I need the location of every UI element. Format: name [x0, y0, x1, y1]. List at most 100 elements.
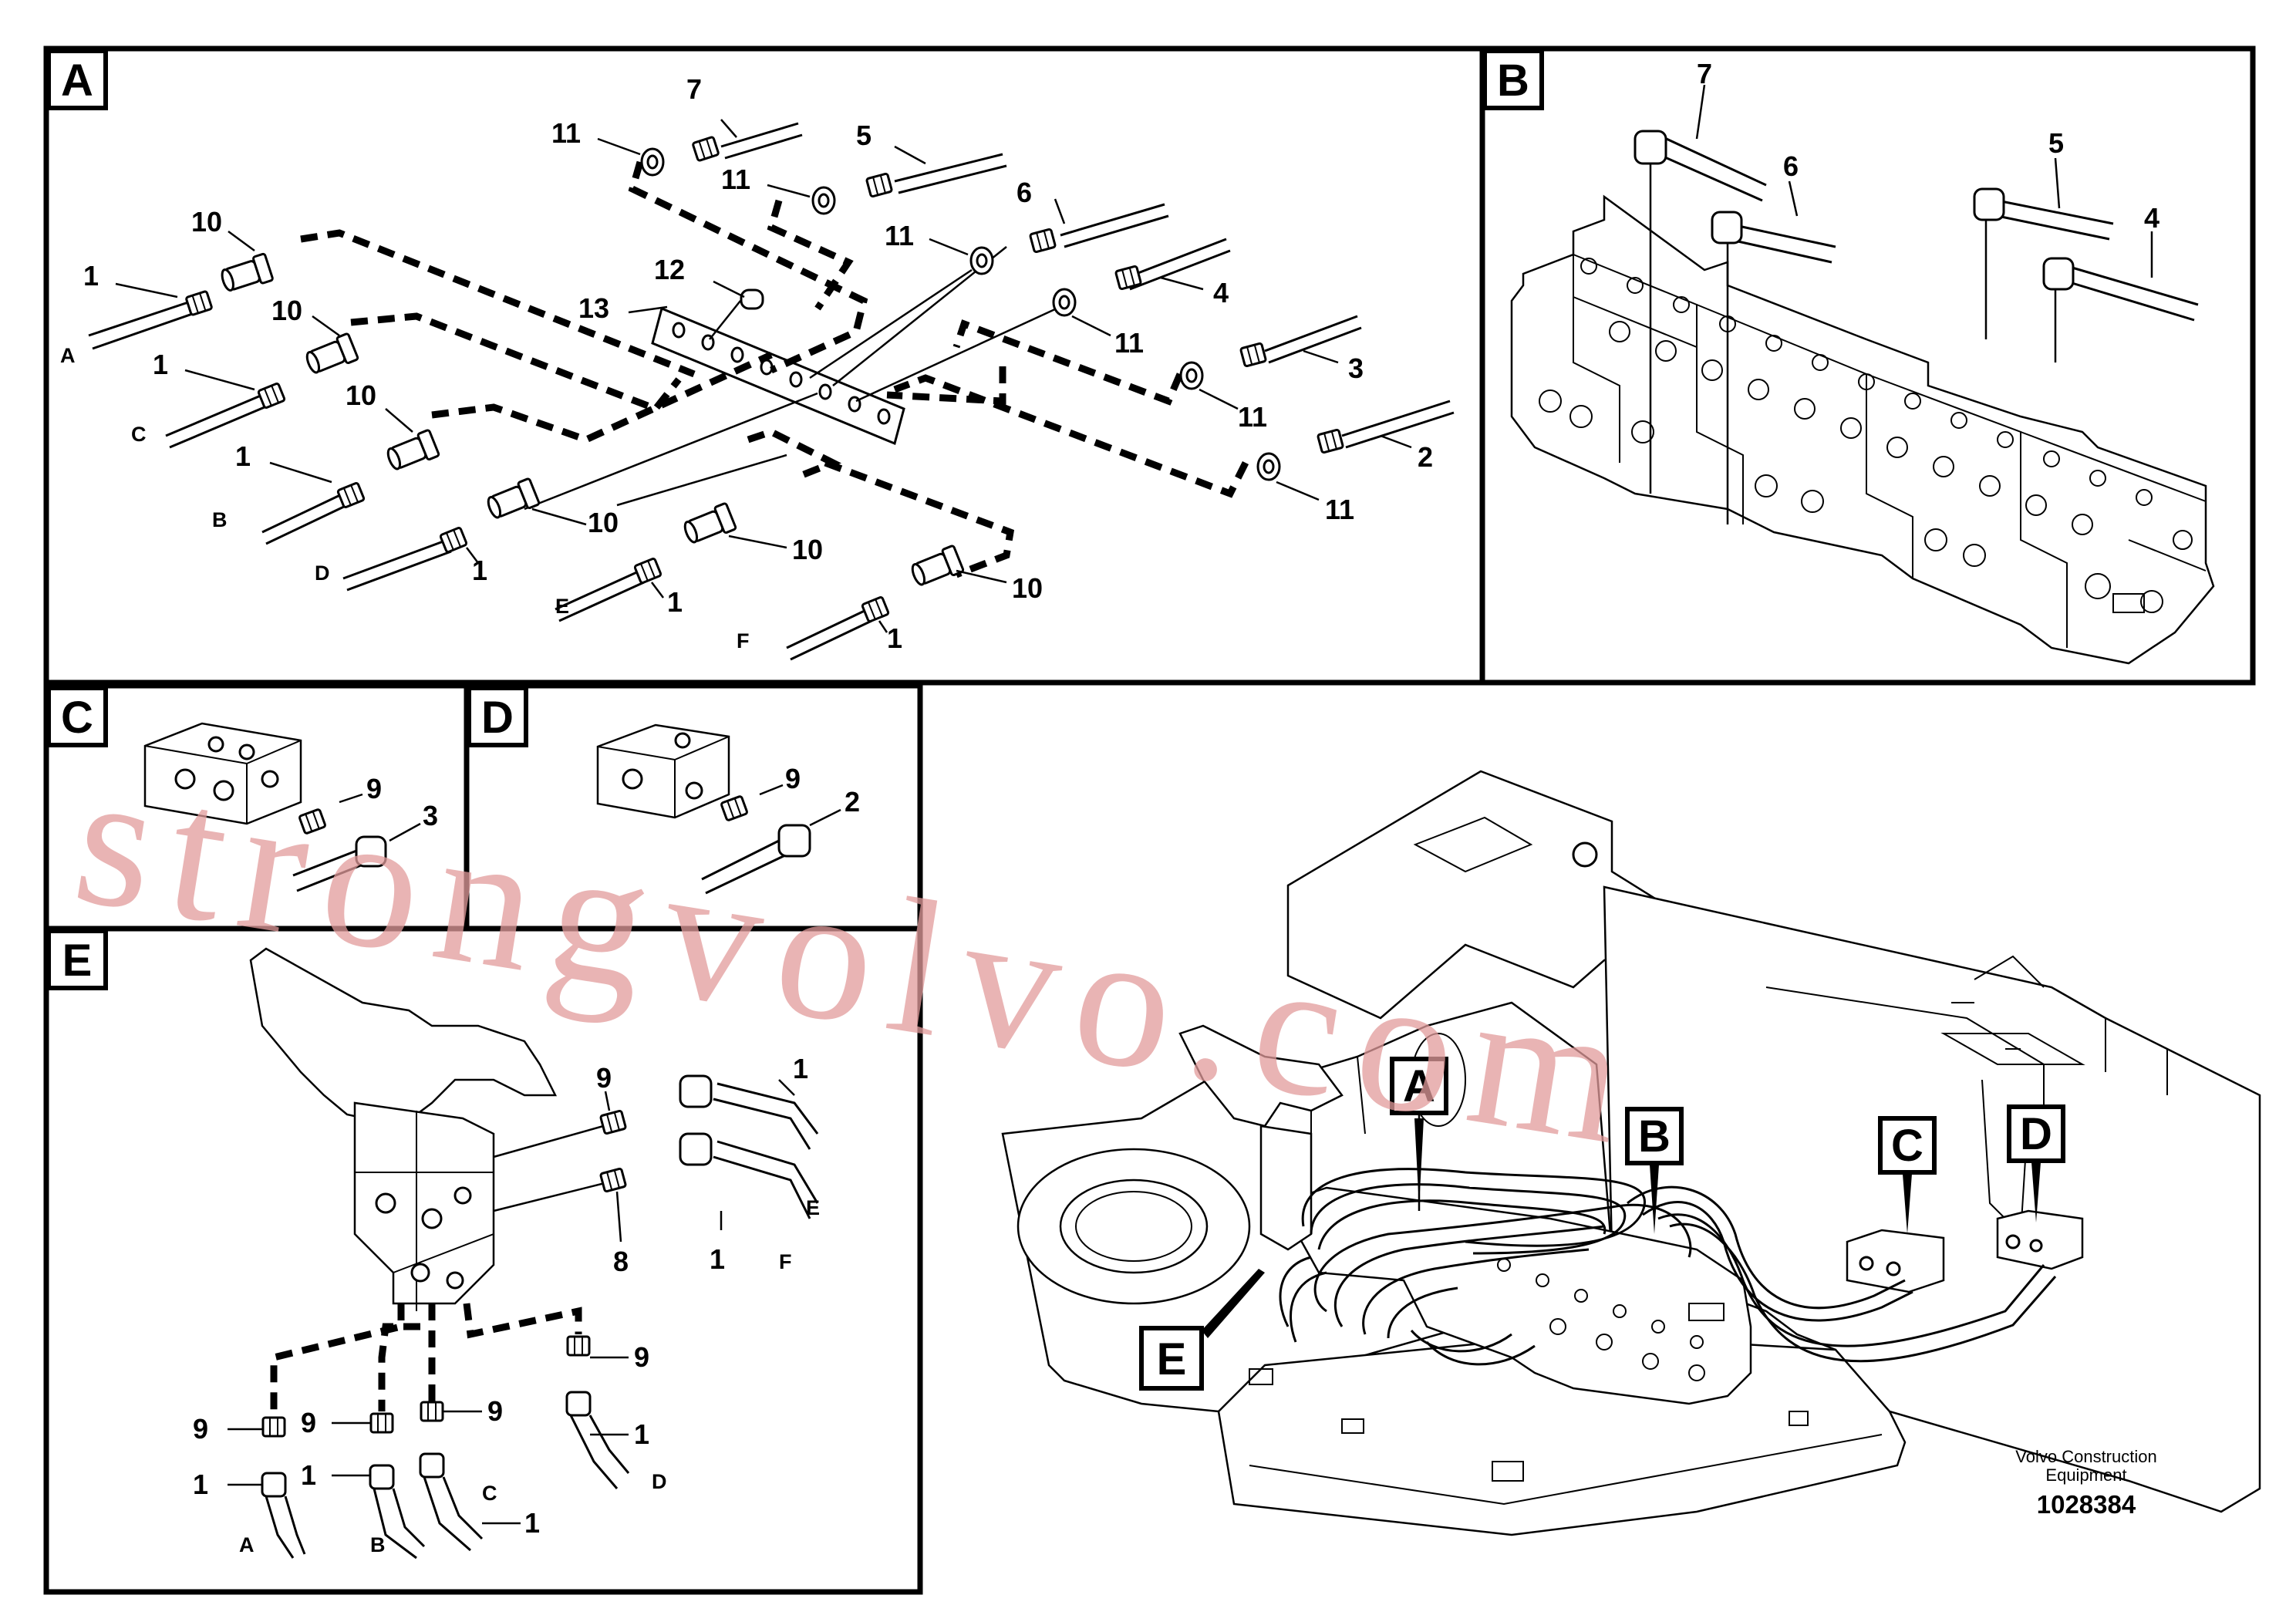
svg-text:D: D	[481, 693, 514, 743]
svg-text:12: 12	[654, 254, 685, 285]
panel-b-frame	[1479, 46, 2256, 686]
panel-frames	[43, 46, 2256, 1595]
svg-text:D: D	[652, 1470, 667, 1493]
svg-text:7: 7	[1697, 58, 1712, 89]
svg-text:4: 4	[2144, 202, 2159, 234]
svg-text:3: 3	[423, 800, 438, 831]
svg-text:10: 10	[588, 507, 619, 538]
svg-text:10: 10	[271, 295, 302, 326]
svg-text:A: A	[60, 344, 76, 367]
svg-text:C: C	[482, 1482, 497, 1505]
hose-4	[1052, 238, 1231, 317]
hose-1-f	[786, 544, 966, 661]
fitting-c-stack	[419, 1401, 484, 1552]
bracket-plate	[651, 306, 905, 446]
hose-1-b	[261, 428, 441, 545]
svg-text:5: 5	[856, 120, 872, 151]
svg-text:B: B	[370, 1533, 386, 1556]
hose-1-d	[342, 477, 541, 592]
svg-text:B: B	[1497, 56, 1529, 106]
svg-text:1: 1	[710, 1243, 725, 1275]
svg-text:9: 9	[785, 763, 801, 794]
svg-text:10: 10	[792, 534, 823, 565]
panel-b-hoses	[1633, 130, 2199, 524]
svg-text:4: 4	[1213, 277, 1229, 309]
dashed-routing	[300, 160, 1249, 578]
svg-text:1: 1	[793, 1053, 808, 1084]
hose-5	[811, 153, 1007, 215]
side-frame	[1603, 885, 2261, 1513]
hose-6	[969, 203, 1169, 275]
svg-text:3: 3	[1348, 352, 1364, 384]
port-block-d	[596, 723, 730, 819]
svg-text:5: 5	[2048, 127, 2064, 159]
svg-text:A: A	[1403, 1061, 1435, 1111]
svg-text:9: 9	[596, 1062, 612, 1094]
panel-e-content: 9 8 1 E 1 F	[193, 947, 820, 1560]
svg-text:10: 10	[346, 379, 376, 411]
figure-number: 1028384	[2037, 1490, 2136, 1519]
svg-text:10: 10	[1012, 572, 1043, 604]
svg-text:A: A	[239, 1533, 255, 1556]
svg-text:9: 9	[301, 1407, 316, 1438]
svg-text:1: 1	[472, 555, 487, 586]
panel-label-b: B	[1482, 49, 1544, 110]
panel-a-content: 1 A 10 1 C 10 1 B 10 D 1 10 E 1 10 F	[60, 73, 1455, 661]
svg-text:6: 6	[1017, 177, 1032, 208]
panel-label-d: D	[467, 686, 528, 747]
svg-text:11: 11	[551, 117, 581, 149]
block-c-main	[1846, 1229, 1945, 1293]
panel-e-bottom-labels: 9 1 A 9 1 B 9 C 1 9 1 D	[193, 1341, 667, 1556]
fitting-b-stack	[369, 1412, 426, 1560]
svg-text:D: D	[315, 561, 330, 585]
panel-b-content: 7 6 5 4	[1510, 58, 2215, 665]
svg-text:D: D	[2020, 1109, 2052, 1159]
panel-b-labels: 7 6 5 4	[1695, 58, 2159, 278]
svg-text:E: E	[806, 1196, 820, 1219]
svg-text:9: 9	[366, 773, 382, 804]
svg-text:11: 11	[1325, 494, 1354, 525]
port-block-c	[143, 722, 302, 825]
fitting-a-stack	[261, 1416, 306, 1559]
svg-text:7: 7	[686, 73, 702, 105]
svg-text:1: 1	[153, 349, 168, 380]
main-assembly: A B C D E	[1001, 770, 2261, 1536]
svg-text:1: 1	[887, 622, 902, 654]
panel-label-a: A	[46, 49, 108, 110]
svg-text:1: 1	[667, 586, 683, 618]
svg-text:9: 9	[193, 1413, 208, 1445]
fitting-8-e	[598, 1167, 628, 1193]
svg-text:9: 9	[634, 1341, 649, 1373]
svg-text:B: B	[212, 508, 228, 531]
svg-text:1: 1	[524, 1507, 540, 1539]
svg-text:9: 9	[487, 1395, 503, 1427]
svg-text:C: C	[61, 693, 93, 743]
footer: Volvo Construction Equipment 1028384	[2015, 1447, 2156, 1519]
svg-text:11: 11	[1114, 327, 1144, 359]
company-name: Volvo Construction	[2015, 1447, 2156, 1466]
svg-text:B: B	[1638, 1111, 1671, 1162]
callout-d: D	[2007, 1104, 2065, 1222]
svg-text:1: 1	[83, 260, 99, 292]
svg-text:E: E	[62, 936, 93, 986]
svg-text:1: 1	[193, 1469, 208, 1500]
panel-a-labels: 1 A 10 1 C 10 1 B 10 D 1 10 E 1 10 F	[60, 73, 1433, 654]
svg-text:1: 1	[301, 1459, 316, 1491]
svg-text:10: 10	[191, 206, 222, 238]
svg-text:11: 11	[721, 164, 750, 195]
callout-b: B	[1625, 1107, 1684, 1234]
svg-text:1: 1	[634, 1418, 649, 1450]
callout-c: C	[1878, 1116, 1937, 1234]
svg-text:13: 13	[578, 292, 609, 324]
hose-7	[640, 122, 803, 177]
company-name-line2: Equipment	[2045, 1465, 2126, 1485]
control-valve-main	[1279, 1186, 1752, 1405]
thin-routing	[524, 246, 1057, 511]
pedal-assembly	[249, 947, 558, 1128]
callout-a: A	[1390, 1057, 1448, 1211]
svg-text:C: C	[131, 423, 147, 446]
valve-body	[1510, 194, 2215, 665]
hose-2	[1256, 400, 1455, 481]
hose-1-c	[165, 332, 360, 449]
svg-text:A: A	[61, 56, 93, 106]
